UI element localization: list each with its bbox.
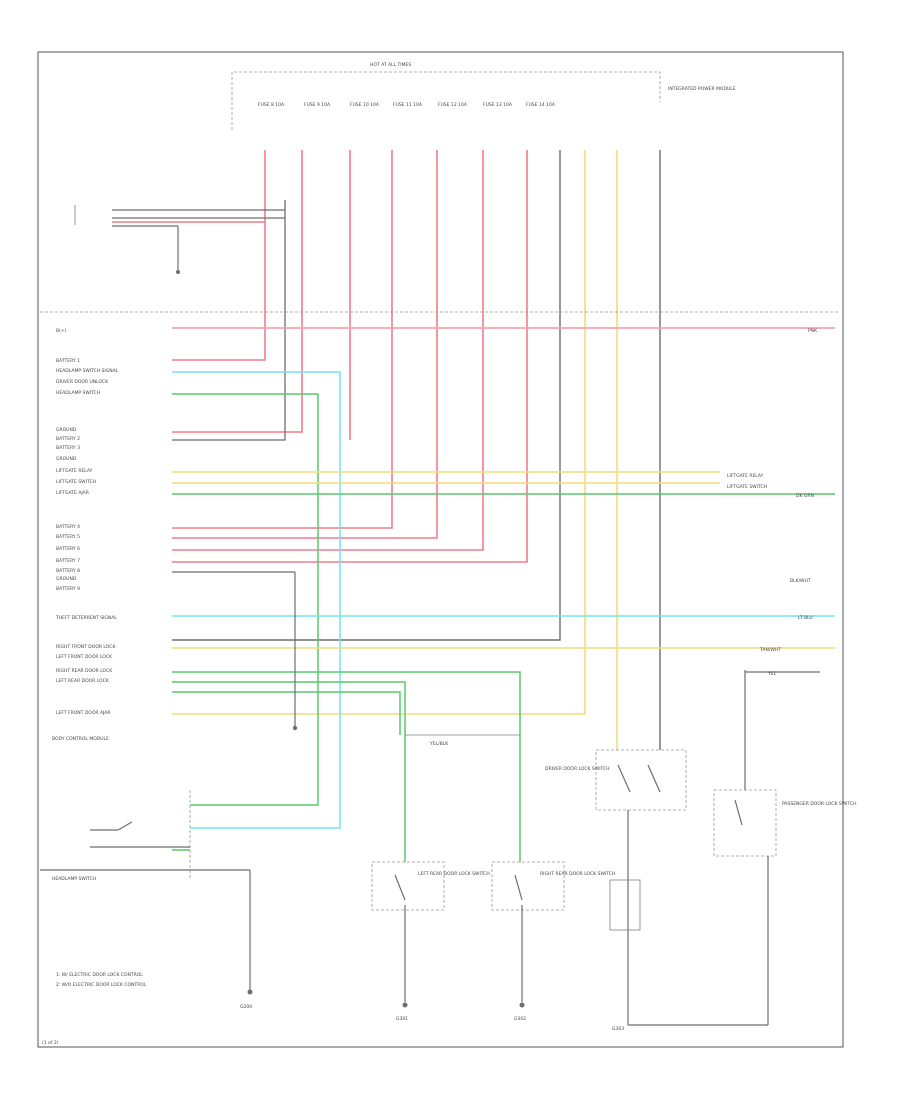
- signal-wire: [172, 393, 319, 806]
- signal-wire: [172, 691, 401, 735]
- ground-label: G200: [240, 1004, 252, 1010]
- ground-wire: [172, 200, 286, 441]
- passenger-door-lock-switch: PASSENGER DOOR LOCK SWITCH: [713, 670, 856, 1025]
- fuse-wire: [172, 150, 484, 551]
- pin-label: B(+): [56, 328, 67, 334]
- pin-label: BATTERY 7: [56, 558, 80, 564]
- fuse-label: FUSE 10 10A: [350, 102, 380, 108]
- right-label: LIFTGATE RELAY: [727, 473, 764, 479]
- pin-label: BATTERY 6: [56, 546, 80, 552]
- ground-label: G303: [612, 1026, 624, 1032]
- switch-label: RIGHT REAR DOOR LOCK SWITCH: [540, 871, 615, 877]
- right-rear-lock-switch: RIGHT REAR DOOR LOCK SWITCH: [491, 861, 615, 1008]
- ground-label: G302: [514, 1016, 526, 1022]
- fuse-label: FUSE 13 10A: [483, 102, 513, 108]
- pin-label: LEFT REAR DOOR LOCK: [56, 678, 110, 684]
- horizontal-wires: [172, 327, 835, 862]
- fuse-box-outline: [231, 71, 661, 130]
- note-text: 2: W/O ELECTRIC DOOR LOCK CONTROL: [56, 982, 147, 988]
- vertical-wires: [112, 150, 661, 750]
- switch-label: DRIVER DOOR LOCK SWITCH: [545, 766, 610, 772]
- right-label: LIFTGATE SWITCH: [727, 484, 767, 490]
- fuse-wire: [172, 150, 528, 563]
- pin-label: BATTERY 2: [56, 436, 80, 442]
- headlamp-switch: HEADLAMP SWITCH: [40, 790, 253, 995]
- pin-label: BATTERY 5: [56, 534, 80, 540]
- pin-label: GROUND: [56, 456, 77, 462]
- right-label: LT BLU: [798, 615, 813, 621]
- splice-area: YEL/BLK: [292, 572, 520, 747]
- pin-label: HEADLAMP SWITCH: [56, 390, 100, 396]
- fuse-wire: [172, 222, 266, 361]
- left-rear-lock-switch: LEFT REAR DOOR LOCK SWITCH: [371, 861, 490, 1008]
- ground-label: G301: [396, 1016, 408, 1022]
- ground-wire: [172, 150, 561, 641]
- fuse-label: FUSE 14 10A: [526, 102, 556, 108]
- right-label: TAN/WHT: [759, 647, 781, 653]
- pin-label: RIGHT FRONT DOOR LOCK: [56, 644, 116, 650]
- pin-label: BATTERY 9: [56, 586, 80, 592]
- fuse-wire: [172, 150, 303, 433]
- fuse-label: FUSE 11 10A: [393, 102, 423, 108]
- pin-label: GROUND: [56, 576, 77, 582]
- pin-label: LEFT FRONT DOOR LOCK: [56, 654, 113, 660]
- pin-label: BATTERY 3: [56, 445, 80, 451]
- pin-label: RIGHT REAR DOOR LOCK: [56, 668, 113, 674]
- pin-label: BATTERY 4: [56, 524, 80, 530]
- fuse-wire: [172, 150, 586, 715]
- fuse-wire: [172, 150, 438, 539]
- fuse-label: FUSE 12 10A: [438, 102, 468, 108]
- signal-wire: [172, 371, 341, 829]
- fuse-box-label: INTEGRATED POWER MODULE: [668, 86, 736, 92]
- switch-label: HEADLAMP SWITCH: [52, 876, 96, 882]
- right-label: BLK/WHT: [790, 578, 811, 584]
- top-left-connector: [74, 205, 285, 274]
- module-label: BODY CONTROL MODULE: [52, 736, 109, 742]
- footer-code: (1 of 2): [42, 1040, 59, 1046]
- note-text: 1: W/ ELECTRIC DOOR LOCK CONTROL: [56, 972, 143, 978]
- notes: 1: W/ ELECTRIC DOOR LOCK CONTROL 2: W/O …: [56, 972, 147, 988]
- wire-label: YEL/BLK: [429, 741, 449, 747]
- signal-wire: [172, 681, 406, 862]
- diagram-frame: [37, 51, 844, 1048]
- pin-label: LIFTGATE RELAY: [56, 468, 93, 474]
- pin-label: GROUND: [56, 427, 77, 433]
- fuse-wire: [112, 150, 266, 223]
- right-side-labels: PNK DK GRN BLK/WHT LT BLU TAN/WHT YEL LI…: [727, 328, 818, 677]
- ground-labels: G200 G301 G302 G303: [240, 1004, 624, 1032]
- fuse-header-title: HOT AT ALL TIMES: [370, 62, 411, 68]
- fuse-wire: [172, 150, 393, 529]
- driver-door-lock-switch: DRIVER DOOR LOCK SWITCH: [545, 749, 768, 1026]
- pin-label: DRIVER DOOR UNLOCK: [56, 379, 109, 385]
- pin-label: LIFTGATE AJAR: [56, 490, 89, 496]
- pin-label: LEFT FRONT DOOR AJAR: [56, 710, 110, 716]
- right-label: DK GRN: [796, 493, 814, 499]
- signal-wire: [172, 671, 521, 735]
- pin-label: LIFTGATE SWITCH: [56, 479, 96, 485]
- pin-label: BATTERY 8: [56, 568, 80, 574]
- right-label: YEL: [767, 671, 777, 677]
- fuse-label: FUSE 8 10A: [258, 102, 285, 108]
- left-pin-labels: B(+) BATTERY 1 HEADLAMP SWITCH SIGNAL DRIVE…: [55, 328, 119, 716]
- right-label: PNK: [808, 328, 818, 334]
- fuse-labels: FUSE 8 10A FUSE 9 10A FUSE 10 10A FUSE 1…: [258, 102, 556, 108]
- pin-label: THEFT DETERRENT SIGNAL: [55, 615, 117, 621]
- switch-label: PASSENGER DOOR LOCK SWITCH: [782, 801, 856, 807]
- pin-label: HEADLAMP SWITCH SIGNAL: [56, 368, 119, 374]
- pin-label: BATTERY 1: [56, 358, 80, 364]
- fuse-label: FUSE 9 10A: [304, 102, 331, 108]
- switch-label: LEFT REAR DOOR LOCK SWITCH: [418, 871, 490, 877]
